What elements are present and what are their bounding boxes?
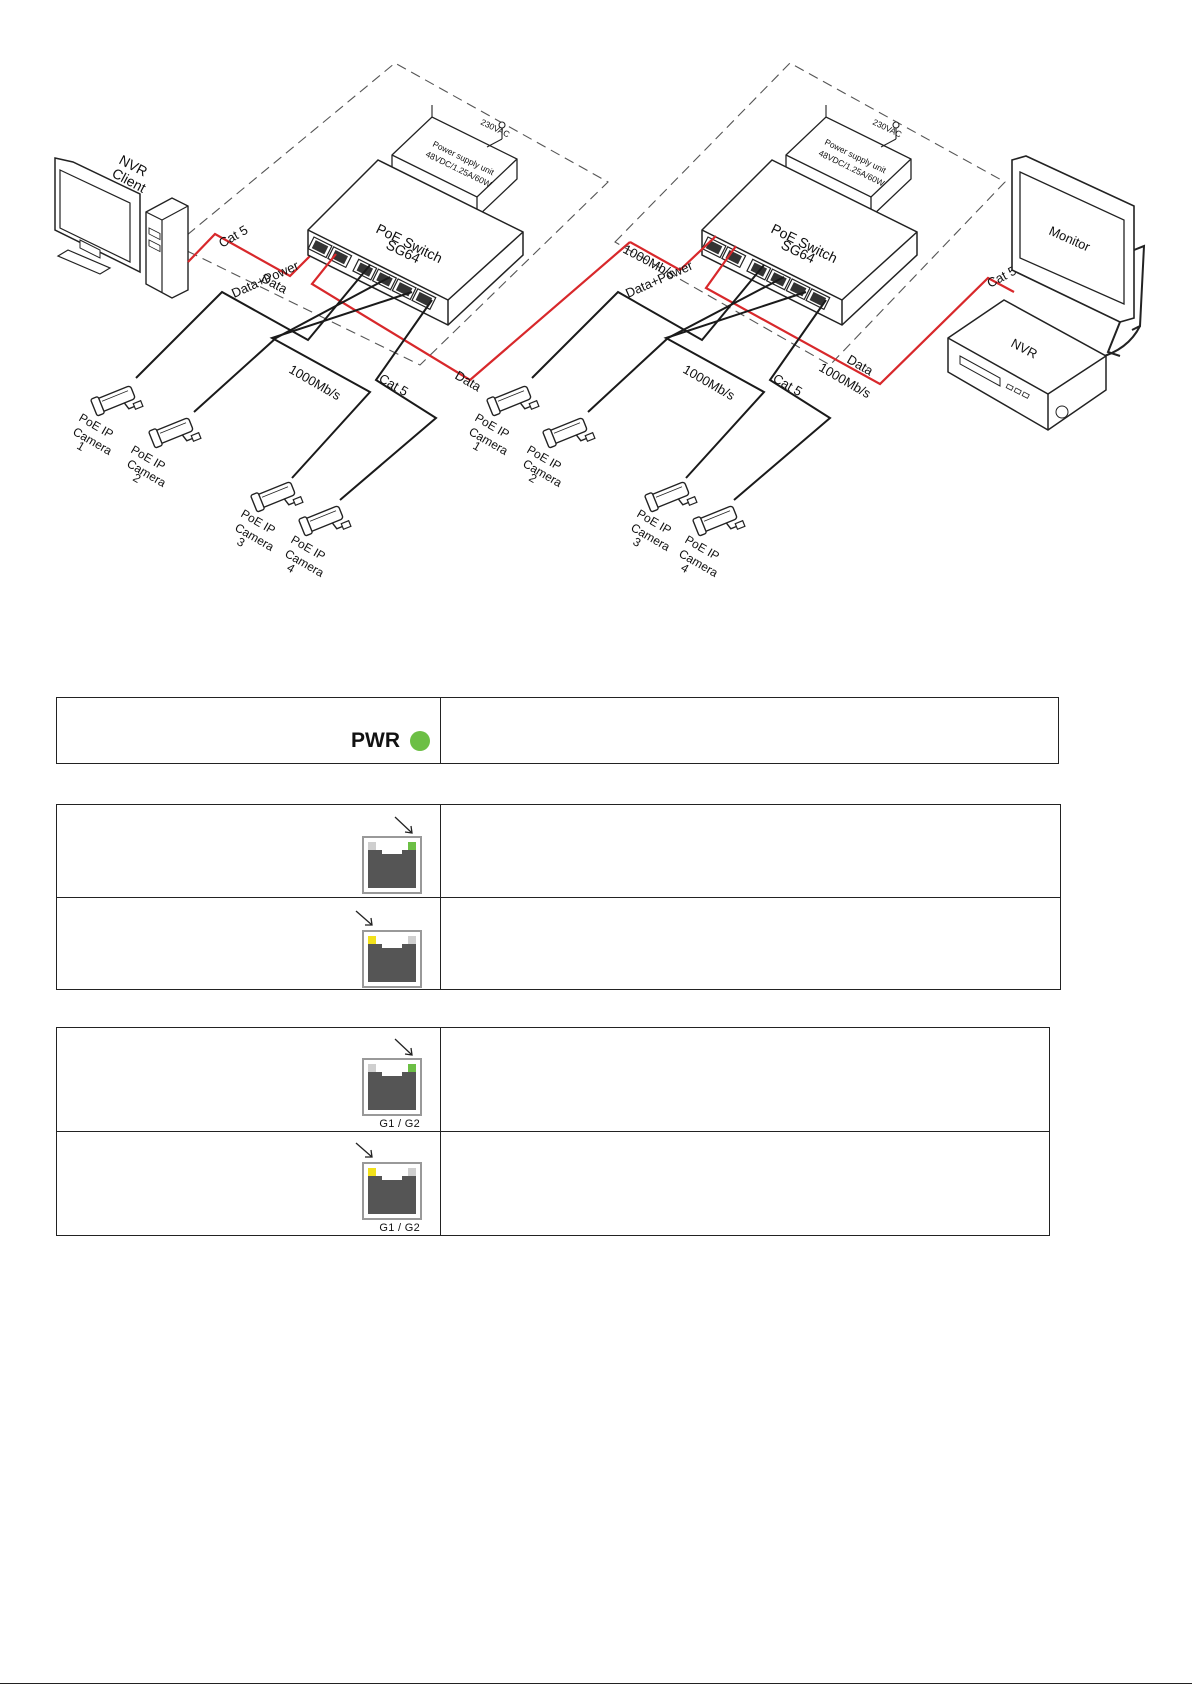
camera-4: PoE IP Camera 4 — [283, 501, 352, 580]
port-led-cell — [56, 896, 441, 990]
port-led-description — [440, 804, 1061, 898]
camera-2: PoE IP Camera 2 — [125, 413, 202, 490]
cat5-label: Cat 5 — [771, 371, 805, 400]
svg-text:1: 1 — [471, 438, 484, 454]
pwr-label: PWR — [351, 729, 400, 752]
camera-2: PoE IP Camera 2 — [521, 413, 596, 490]
port-label: G1 / G2 — [379, 1222, 420, 1234]
svg-text:4: 4 — [285, 560, 298, 576]
nvr-device: NVR — [947, 299, 1107, 431]
rj45-port-icon — [355, 910, 422, 988]
rj45-port-icon — [362, 816, 422, 894]
ac-label: 230VAC — [479, 117, 511, 140]
left-network: NVRClient Cat 5 Data Power supply unit 4… — [54, 62, 631, 580]
port-led-cell — [56, 804, 441, 898]
port-led-description — [440, 896, 1061, 990]
power-led-cell: PWR — [56, 697, 441, 764]
uplink-led-cell: G1 / G2 — [56, 1131, 441, 1236]
cat5-label: Cat 5 — [216, 222, 250, 251]
uplink-led-cell: G1 / G2 — [56, 1027, 441, 1132]
right-network: Power supply unit 48VDC/1.25A/60W 230VAC… — [467, 62, 1146, 580]
uplink-led-description — [440, 1131, 1050, 1236]
port-label: G1 / G2 — [379, 1118, 420, 1130]
network-diagram: NVRClient Cat 5 Data Power supply unit 4… — [54, 62, 1146, 580]
nvr-client-pc: NVRClient — [54, 152, 189, 299]
camera-4: PoE IP Camera 4 — [677, 501, 746, 580]
monitor: Monitor — [1011, 155, 1146, 357]
dashed-enclosure — [614, 62, 1006, 366]
speed-label: 1000Mb/s — [287, 362, 344, 404]
cat5-label: Cat 5 — [377, 371, 411, 400]
power-led-table: PWR — [56, 697, 1059, 764]
rj45-port-icon — [355, 1142, 422, 1220]
ac-label: 230VAC — [871, 117, 903, 140]
port-led-table — [56, 804, 1061, 990]
uplink-led-description — [440, 1027, 1050, 1132]
svg-text:4: 4 — [679, 560, 692, 576]
green-dot-icon — [410, 731, 430, 751]
uplink-led-table: G1 / G2 G1 / G2 — [56, 1027, 1050, 1236]
data-cable-uplink — [310, 241, 631, 382]
svg-text:3: 3 — [631, 534, 644, 550]
page-bottom-rule — [0, 1683, 1192, 1684]
speed-label: 1000Mb/s — [681, 362, 738, 404]
data-cable-pc — [187, 232, 317, 278]
dashed-enclosure — [173, 62, 609, 366]
rj45-port-icon — [362, 1038, 422, 1116]
power-led-description — [440, 697, 1059, 764]
data-power-label: Data+Power — [229, 258, 301, 301]
svg-text:1: 1 — [75, 438, 88, 454]
svg-text:3: 3 — [235, 534, 248, 550]
